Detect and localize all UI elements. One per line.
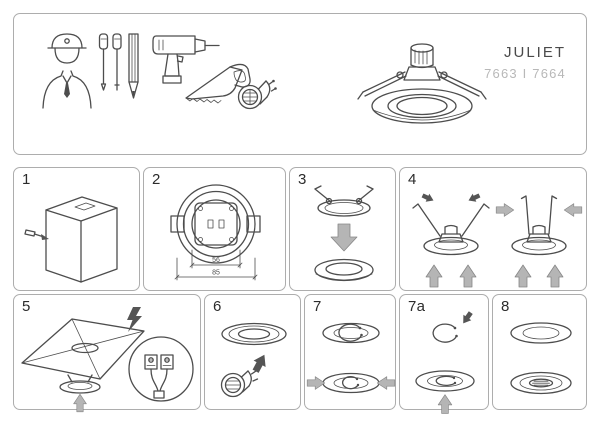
step-8-illustration [510, 322, 572, 395]
up-arrow [514, 264, 532, 288]
down-arrow [330, 223, 358, 252]
spring-clip-right [437, 71, 487, 100]
step-2-illustration: 56 85 [170, 184, 261, 281]
fixture-springs-up [511, 195, 567, 256]
installed-ring [221, 322, 287, 346]
outer-dimension: 85 [212, 270, 220, 277]
step-5-illustration [21, 307, 194, 413]
product-title: JULIET [503, 44, 566, 61]
fold-arrow [421, 193, 434, 202]
electricity-warning-bolt [127, 307, 142, 332]
up-arrow [437, 394, 453, 414]
up-arrow [459, 264, 477, 288]
product-title-block: JULIET 7663 I 7664 [484, 44, 566, 81]
step-7a-label: 7a [408, 298, 426, 315]
step-3-label: 3 [298, 171, 307, 188]
ring-clip-seated [415, 370, 475, 392]
screwdriver-pencil-icons [98, 33, 139, 99]
gu10-bulb-icon [237, 79, 277, 110]
push-arrow-right [495, 203, 515, 217]
ceiling-plane [21, 318, 145, 380]
up-arrow [425, 264, 443, 288]
step-4-panel: 4 [399, 167, 587, 291]
squeeze-arrow-left [376, 376, 396, 390]
step-1-illustration [24, 196, 118, 283]
step-4-illustration [412, 193, 583, 288]
drill-icon [152, 35, 220, 84]
fold-arrow [468, 193, 481, 202]
fixture-insert [59, 374, 101, 394]
step-6-illustration [220, 322, 287, 398]
dimension-lines [174, 249, 258, 281]
step-6-panel: 6 [204, 294, 301, 410]
ring-with-clip [322, 322, 380, 344]
step-6-label: 6 [213, 298, 222, 315]
step-7a-panel: 7a [399, 294, 489, 414]
gu10-bulb [220, 370, 259, 398]
step-5-label: 5 [22, 298, 31, 315]
up-arrow [73, 393, 87, 413]
step-7-panel: 7 [304, 294, 396, 410]
recessed-spotlight-illustration [357, 43, 487, 124]
step-7a-illustration [415, 311, 475, 414]
step-7-label: 7 [313, 298, 322, 315]
trim-ring [314, 258, 374, 282]
cutout-dimension: 56 [212, 257, 220, 264]
step-2-panel: 2 [143, 167, 286, 291]
fixture-springs-out [412, 203, 490, 256]
finished-fixture [510, 371, 572, 395]
step-4-label: 4 [408, 171, 417, 188]
installer-icon [42, 33, 92, 109]
spring-clip-left [357, 71, 407, 100]
model-numbers: 7663 I 7664 [484, 66, 566, 81]
step-3-illustration [314, 185, 374, 282]
header-panel: JULIET 7663 I 7664 [13, 13, 587, 155]
drill-bit-tool [24, 229, 45, 238]
wiring-detail [128, 336, 194, 402]
push-arrow-left [563, 203, 583, 217]
up-arrow [546, 264, 564, 288]
step-1-panel: 1 [13, 167, 140, 291]
retaining-clip [432, 323, 458, 343]
empty-ring [510, 322, 572, 344]
step-7-illustration [306, 322, 396, 394]
press-arrow [463, 311, 473, 324]
step-3-panel: 3 [289, 167, 396, 291]
ring-clip-squeezed [322, 372, 380, 394]
step-8-panel: 8 [492, 294, 587, 410]
step-8-label: 8 [501, 298, 510, 315]
spring-ring [314, 185, 374, 217]
step-2-label: 2 [152, 171, 161, 188]
insert-arrow [252, 354, 266, 373]
step-1-label: 1 [22, 171, 31, 188]
squeeze-arrow-right [306, 376, 326, 390]
step-5-panel: 5 [13, 294, 201, 413]
